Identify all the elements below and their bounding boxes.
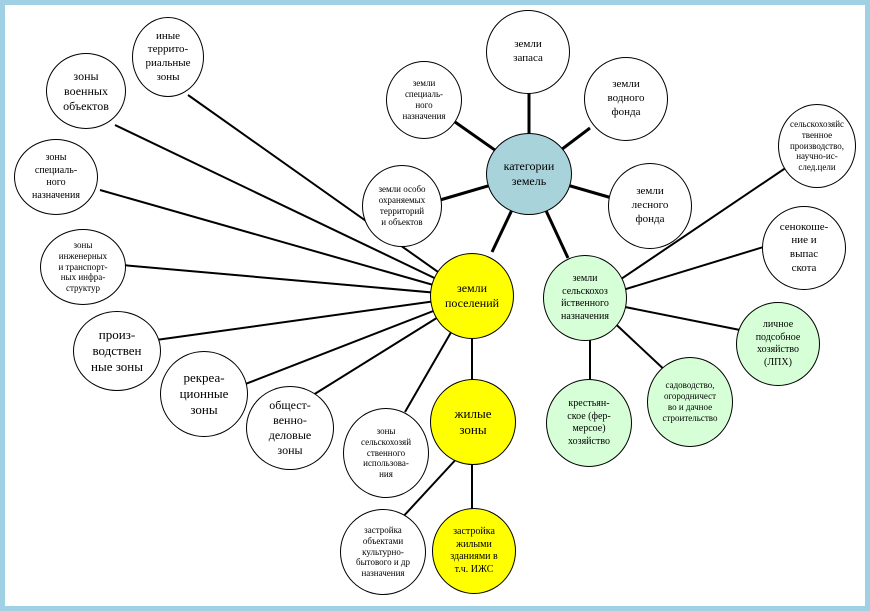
node-forest-fund-lands-label: земли лесного фонда	[631, 185, 669, 225]
node-residential-zones-label: жилые зоны	[454, 405, 492, 437]
edge-settlements-infrastructure	[121, 264, 473, 297]
node-infrastructure-zones: зоны инженерных и транспорт- ных инфра- …	[40, 229, 126, 305]
node-gardening: садоводство, огородничест во и дачное ст…	[647, 357, 733, 447]
edge-settlements-military	[114, 124, 473, 297]
node-agricultural-production: сельскохозяйс твенное производство, науч…	[778, 104, 856, 188]
node-peasant-farm-label: крестьян- ское (фер- мерсое) хозяйство	[567, 398, 611, 447]
node-peasant-farm: крестьян- ское (фер- мерсое) хозяйство	[546, 379, 632, 467]
node-land-categories-label: категории земель	[503, 159, 555, 188]
node-land-categories: категории земель	[486, 133, 572, 215]
node-residential-buildings-label: застройка жилыми зданиями в т.ч. ИЖС	[450, 526, 498, 575]
node-production-zones: произ- водствен ные зоны	[73, 311, 161, 391]
node-personal-farming-label: личное подсобное хозяйство (ЛПХ)	[755, 319, 801, 368]
node-special-purpose-zones: зоны специаль- ного назначения	[14, 139, 98, 215]
node-water-fund-lands: земли водного фонда	[584, 57, 668, 141]
node-protected-lands: земли особо охраняемых территорий и объе…	[362, 165, 442, 247]
node-residential-buildings: застройка жилыми зданиями в т.ч. ИЖС	[432, 508, 516, 594]
node-personal-farming: личное подсобное хозяйство (ЛПХ)	[736, 302, 820, 386]
node-special-purpose-zones-label: зоны специаль- ного назначения	[32, 152, 80, 201]
node-residential-zones: жилые зоны	[430, 379, 516, 465]
edge-settlements-recreation	[229, 295, 473, 391]
node-agricultural-lands: земли сельскохоз йственного назначения	[543, 255, 627, 341]
node-cultural-buildings-label: застройка объектами культурно- бытового …	[356, 525, 410, 579]
node-reserve-lands: земли запаса	[486, 10, 570, 94]
node-public-business-zones: общест- венно- деловые зоны	[246, 386, 334, 470]
node-agricultural-use-zones: зоны сельскохозяй ственного использова- …	[343, 408, 429, 498]
node-military-zones-label: зоны военных объектов	[63, 68, 109, 113]
node-protected-lands-label: земли особо охраняемых территорий и объе…	[378, 184, 426, 227]
node-production-zones-label: произ- водствен ные зоны	[91, 326, 143, 375]
node-military-zones: зоны военных объектов	[46, 53, 126, 129]
edge-agri-production	[589, 164, 791, 301]
edge-settlements-production	[155, 295, 473, 341]
edge-residential-objects	[399, 454, 461, 521]
node-settlement-lands: земли поселений	[430, 253, 514, 339]
node-recreation-zones-label: рекреа- ционные зоны	[179, 369, 229, 418]
edge-settlements-other	[187, 94, 473, 297]
node-other-territorial-zones-label: иные террито- риальные зоны	[145, 29, 191, 83]
node-haymaking-grazing-label: сенокоше- ние и выпас скота	[779, 220, 829, 274]
node-special-purpose-lands: земли специаль- ного назначения	[386, 61, 462, 139]
node-public-business-zones-label: общест- венно- деловые зоны	[268, 398, 312, 457]
node-settlement-lands-label: земли поселений	[444, 281, 500, 310]
node-haymaking-grazing: сенокоше- ние и выпас скота	[762, 206, 846, 290]
node-agricultural-use-zones-label: зоны сельскохозяй ственного использова- …	[360, 426, 412, 480]
node-gardening-label: садоводство, огородничест во и дачное ст…	[662, 380, 718, 423]
edge-settlements-special	[99, 189, 473, 297]
node-agricultural-lands-label: земли сельскохоз йственного назначения	[561, 273, 609, 322]
node-infrastructure-zones-label: зоны инженерных и транспорт- ных инфра- …	[58, 240, 108, 294]
node-forest-fund-lands: земли лесного фонда	[608, 163, 692, 249]
node-water-fund-lands-label: земли водного фонда	[607, 78, 645, 118]
node-recreation-zones: рекреа- ционные зоны	[160, 351, 248, 437]
node-special-purpose-lands-label: земли специаль- ного назначения	[402, 78, 446, 121]
node-agricultural-production-label: сельскохозяйс твенное производство, науч…	[789, 119, 845, 173]
node-other-territorial-zones: иные террито- риальные зоны	[132, 17, 204, 97]
node-reserve-lands-label: земли запаса	[513, 38, 543, 64]
node-cultural-buildings: застройка объектами культурно- бытового …	[340, 509, 426, 595]
